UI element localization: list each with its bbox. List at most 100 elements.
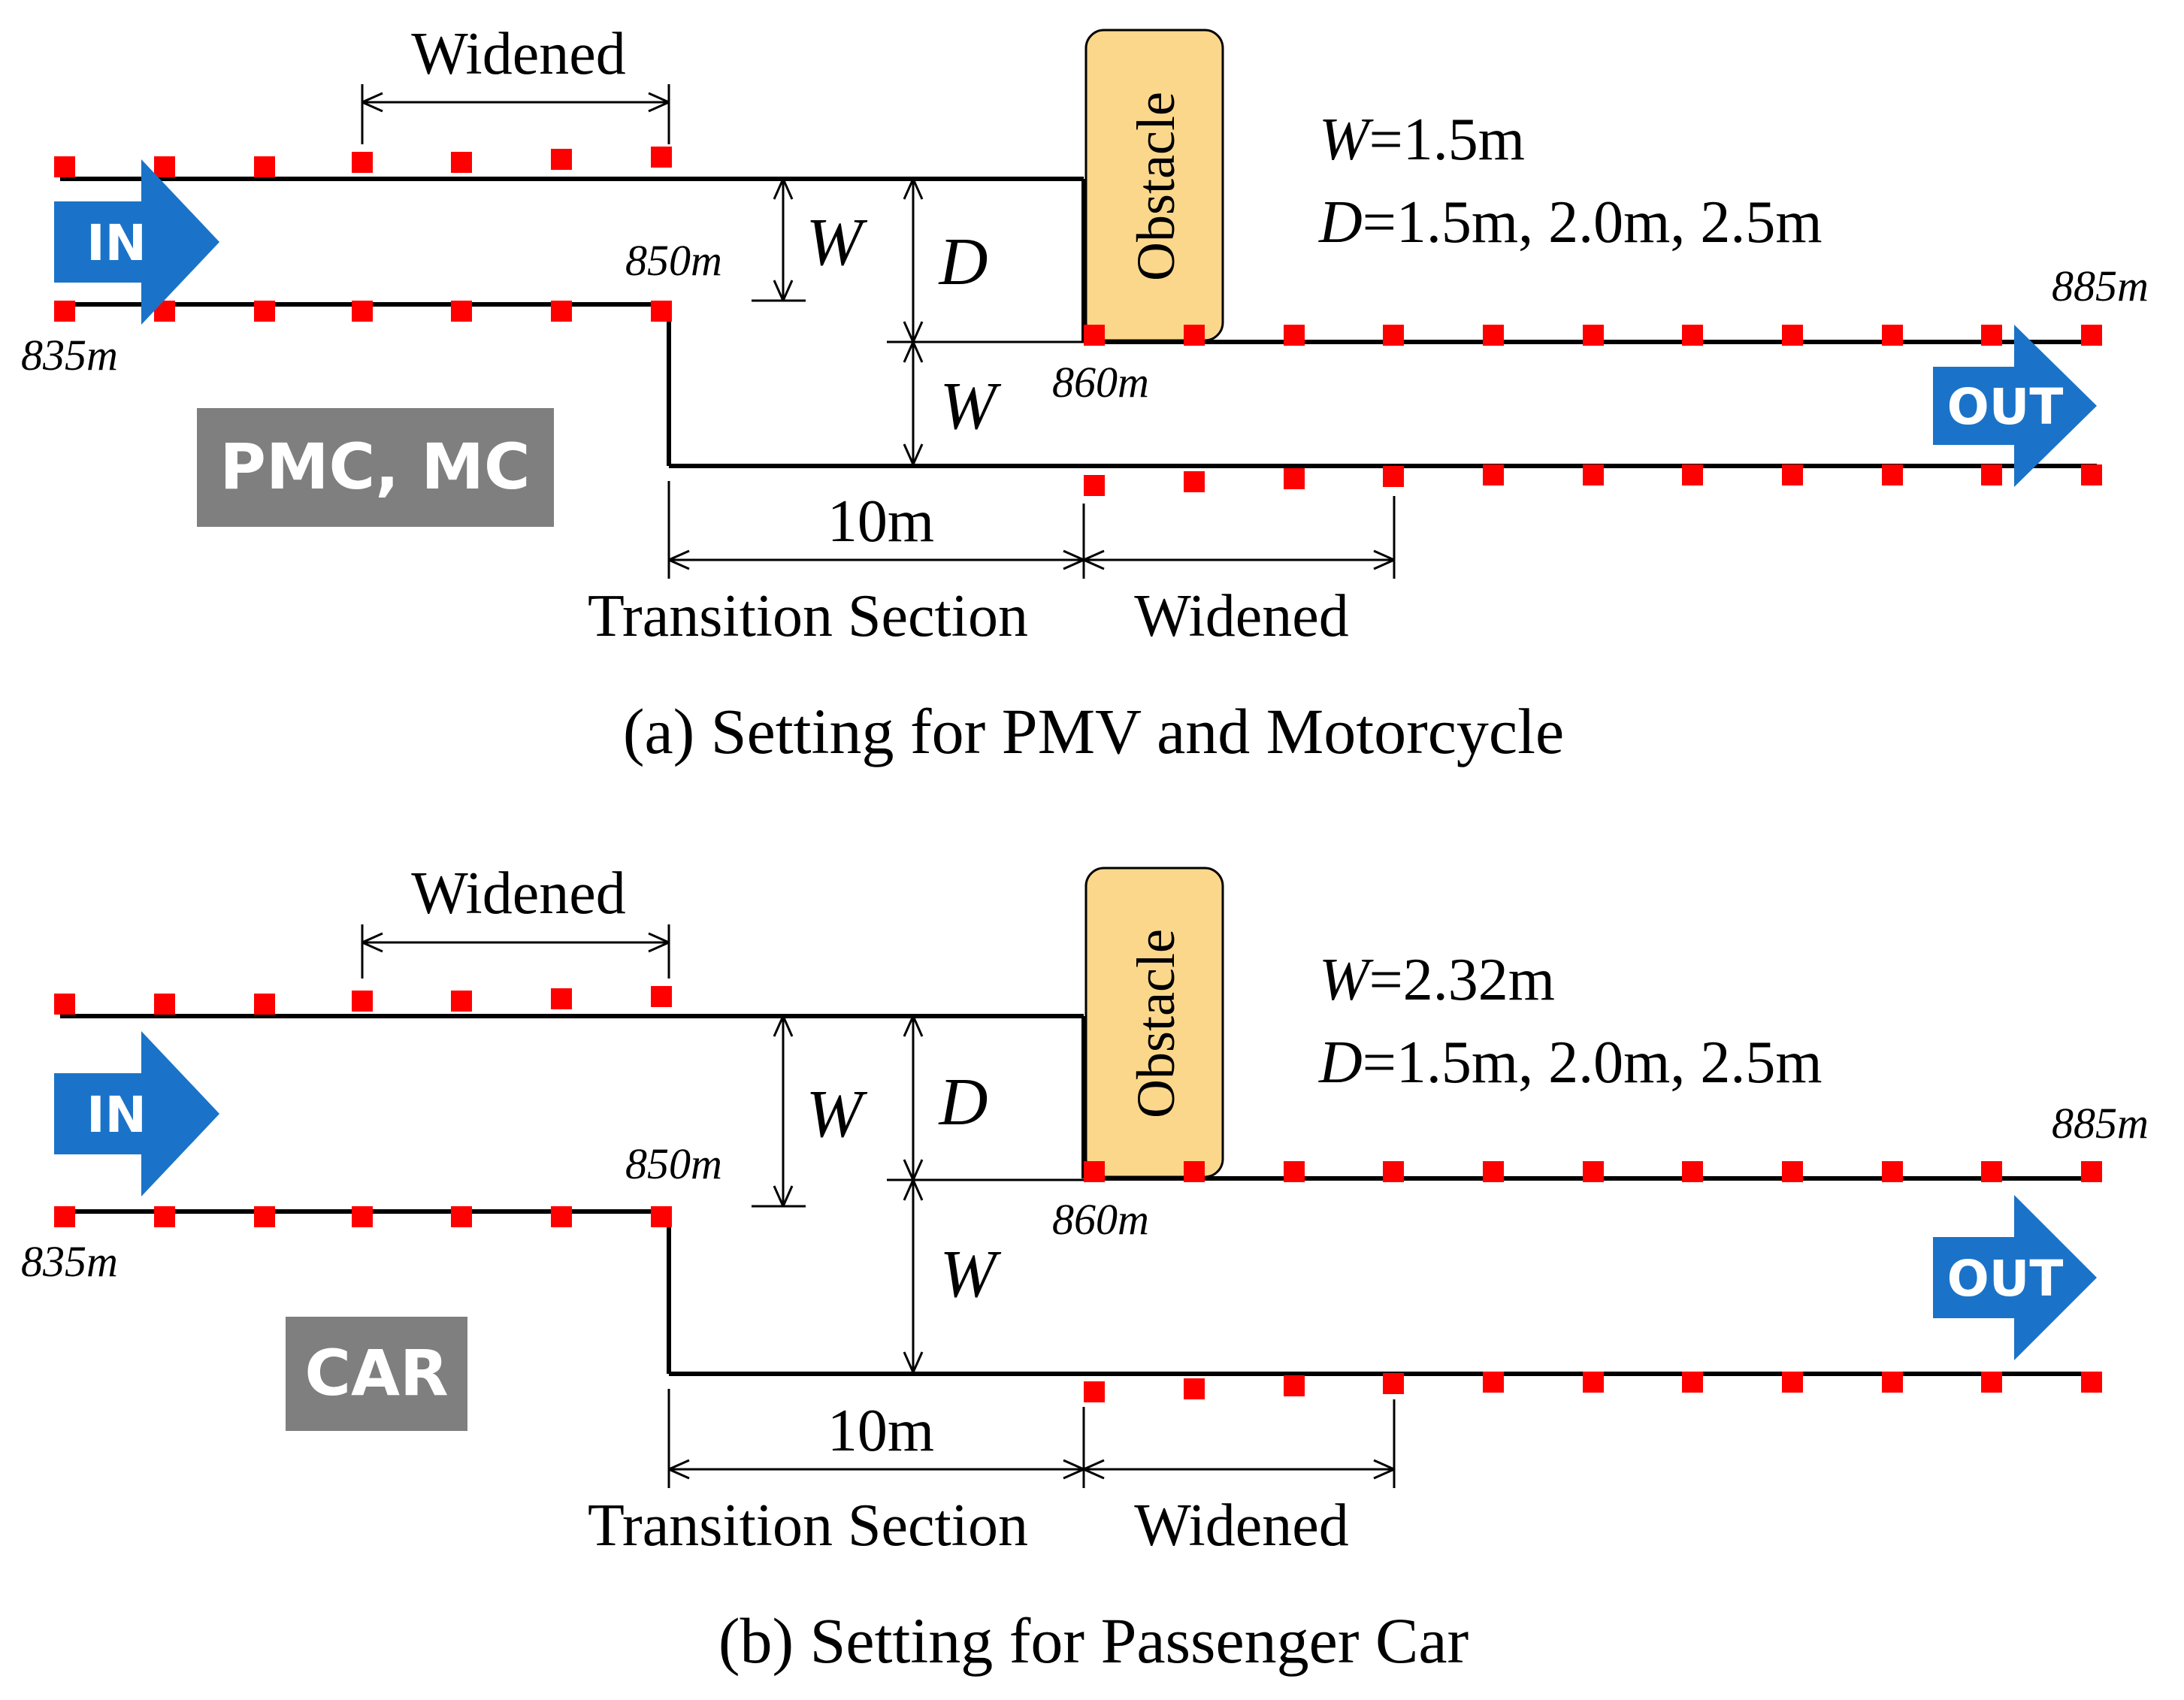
location-850: 850m [625, 236, 722, 285]
params-d-value: =1.5m, 2.0m, 2.5m [1363, 1030, 1823, 1096]
markers-lower-lane [1084, 325, 2102, 496]
out-arrow: OUT [1933, 1195, 2097, 1360]
marker [1583, 1372, 1604, 1393]
obstacle: Obstacle [1084, 29, 1224, 342]
in-label: IN [86, 214, 147, 272]
marker [1284, 1161, 1305, 1182]
vehicle-badge-label: CAR [304, 1336, 448, 1410]
params-w: W=2.32m [1319, 947, 1555, 1013]
params-w: W=1.5m [1319, 107, 1525, 173]
marker [1682, 1161, 1703, 1182]
caption-b: (b) Setting for Passenger Car [718, 1605, 1469, 1677]
marker [1284, 325, 1305, 346]
out-label: OUT [1947, 1250, 2064, 1308]
marker [1084, 325, 1105, 346]
in-label: IN [86, 1086, 147, 1144]
location-860: 860m [1052, 358, 1149, 407]
marker [1483, 1372, 1504, 1393]
marker [2081, 464, 2102, 485]
marker [651, 147, 672, 168]
marker [1184, 1161, 1205, 1182]
marker [1882, 1161, 1903, 1182]
w-left-label: W [806, 205, 868, 280]
marker [254, 994, 275, 1015]
marker [1483, 1161, 1504, 1182]
marker [1583, 325, 1604, 346]
marker [1583, 464, 1604, 485]
marker [1981, 464, 2002, 485]
params-d-var: D [1318, 189, 1363, 256]
w-right-label: W [940, 369, 1002, 443]
d-label: D [938, 225, 988, 299]
marker [1383, 1373, 1404, 1394]
marker [254, 156, 275, 177]
panel-b: Obstacle [21, 861, 2149, 1677]
location-860: 860m [1052, 1195, 1149, 1244]
marker [551, 988, 572, 1009]
marker [451, 1206, 472, 1227]
ten-m-label: 10m [827, 1398, 934, 1464]
marker [1184, 471, 1205, 492]
in-arrow: IN [54, 159, 219, 325]
obstacle: Obstacle [1084, 867, 1224, 1178]
marker [54, 994, 75, 1015]
marker [1882, 1372, 1903, 1393]
marker [54, 301, 75, 322]
marker [352, 1206, 373, 1227]
marker [1184, 325, 1205, 346]
marker [154, 156, 175, 177]
marker [1782, 464, 1803, 485]
marker [352, 991, 373, 1012]
marker [551, 149, 572, 170]
obstacle-label: Obstacle [1126, 92, 1186, 281]
marker [451, 991, 472, 1012]
marker [1383, 466, 1404, 487]
marker [352, 152, 373, 173]
widened-bottom-label: Widened [1134, 583, 1349, 649]
marker [352, 301, 373, 322]
in-arrow: IN [54, 1031, 219, 1196]
marker [651, 986, 672, 1007]
marker [1383, 1161, 1404, 1182]
marker [651, 301, 672, 322]
location-835: 835m [21, 331, 118, 380]
marker [1782, 1161, 1803, 1182]
widened-bottom-label: Widened [1134, 1493, 1349, 1559]
caption-a: (a) Setting for PMV and Motorcycle [623, 695, 1564, 767]
marker [1284, 468, 1305, 489]
params-w-value: =2.32m [1369, 947, 1555, 1013]
markers-upper-lane [54, 986, 672, 1227]
location-885: 885m [2052, 1099, 2149, 1148]
marker [1981, 1161, 2002, 1182]
obstacle-label: Obstacle [1126, 929, 1186, 1118]
marker [1981, 1372, 2002, 1393]
marker [651, 1206, 672, 1227]
d-label: D [938, 1065, 988, 1139]
params-d: D=1.5m, 2.0m, 2.5m [1318, 189, 1823, 256]
marker [1882, 325, 1903, 346]
marker [1782, 325, 1803, 346]
location-835: 835m [21, 1237, 118, 1286]
marker [1682, 325, 1703, 346]
ten-m-label: 10m [827, 489, 934, 555]
vehicle-badge: CAR [286, 1317, 467, 1431]
marker [54, 1206, 75, 1227]
vehicle-badge-label: PMC, MC [219, 430, 530, 504]
marker [1682, 464, 1703, 485]
marker [1682, 1372, 1703, 1393]
params-w-var: W [1319, 107, 1374, 173]
params-d-value: =1.5m, 2.0m, 2.5m [1363, 189, 1823, 256]
vehicle-badge: PMC, MC [197, 408, 554, 527]
marker [2081, 1161, 2102, 1182]
location-885: 885m [2052, 262, 2149, 310]
params-d-var: D [1318, 1030, 1363, 1096]
marker [551, 1206, 572, 1227]
markers-upper-lane [54, 147, 672, 322]
marker [1084, 1381, 1105, 1402]
markers-lower-lane [1084, 1161, 2102, 1402]
marker [254, 301, 275, 322]
marker [2081, 325, 2102, 346]
out-label: OUT [1947, 378, 2064, 436]
widened-top-label: Widened [411, 21, 626, 87]
